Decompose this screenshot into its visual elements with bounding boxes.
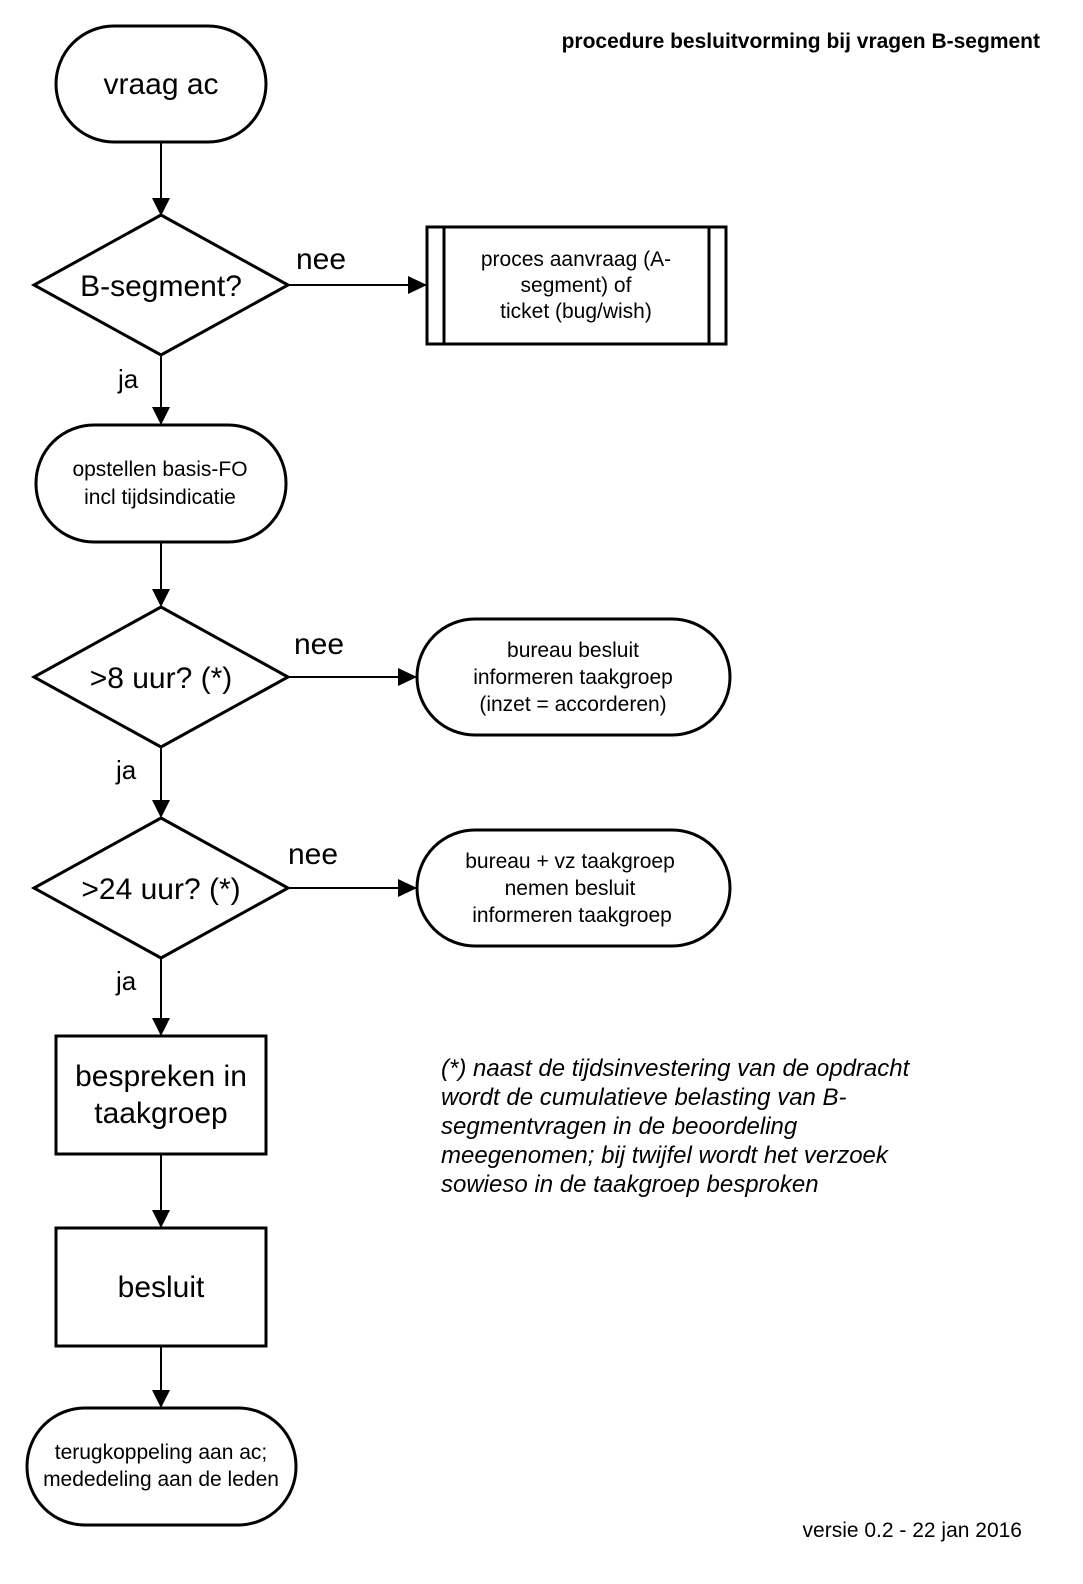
connectors [152,142,427,1408]
process-bespreken-line-1: bespreken in [75,1060,247,1093]
arrowhead [152,1210,170,1228]
node-bureau-besluit: bureau besluit informeren taakgroep (inz… [415,617,732,737]
arrowhead [152,589,170,607]
footnote-line-5: sowieso in de taakgroep besproken [441,1171,819,1198]
node-terugkoppeling-line-1: terugkoppeling aan ac; [55,1441,268,1464]
node-opstellen: opstellen basis-FO incl tijdsindicatie [34,423,288,544]
process-proces-aanvraag: proces aanvraag (A- segment) of ticket (… [425,225,728,346]
process-bespreken-line-2: taakgroep [94,1097,227,1130]
process-bespreken: bespreken in taakgroep [54,1034,268,1156]
diagram-title: procedure besluitvorming bij vragen B-se… [562,30,1040,53]
process-besluit: besluit [54,1226,268,1348]
version-label: versie 0.2 - 22 jan 2016 [803,1519,1022,1542]
arrowhead [152,800,170,818]
footnote-line-4: meegenomen; bij twijfel wordt het verzoe… [441,1142,890,1169]
edge-label-nee: nee [288,838,338,871]
edge-label-nee: nee [296,243,346,276]
node-start-label: vraag ac [103,68,218,101]
node-terugkoppeling-line-2: mededeling aan de leden [43,1468,279,1491]
decision-24uur-label: >24 uur? (*) [81,873,240,906]
edge-label-ja: ja [117,364,139,394]
process-proces-aanvraag-line-3: ticket (bug/wish) [500,300,652,323]
decision-8uur: >8 uur? (*) [30,605,292,749]
arrowhead [408,276,427,294]
arrowhead [152,407,170,425]
edge-label-ja: ja [115,755,137,785]
process-proces-aanvraag-line-2: segment) of [521,274,632,297]
edge-label-nee: nee [294,628,344,661]
arrowhead [152,1390,170,1408]
node-bureau-vz: bureau + vz taakgroep nemen besluit info… [415,828,732,948]
footnote-line-2: wordt de cumulatieve belasting van B- [441,1084,847,1111]
node-start: vraag ac [54,24,268,144]
decision-bsegment-label: B-segment? [80,270,242,303]
arrowhead [152,1018,170,1036]
decision-bsegment: B-segment? [30,213,292,357]
node-opstellen-line-1: opstellen basis-FO [72,458,247,481]
process-proces-aanvraag-line-1: proces aanvraag (A- [481,248,671,271]
process-besluit-label: besluit [118,1271,205,1304]
edge-label-ja: ja [115,966,137,996]
node-bureau-besluit-line-1: bureau besluit [507,639,639,662]
node-bureau-vz-line-3: informeren taakgroep [472,904,672,927]
footnote-line-3: segmentvragen in de beoordeling [441,1113,798,1140]
arrowhead [152,198,170,216]
node-bureau-vz-line-1: bureau + vz taakgroep [465,850,675,873]
arrowhead [398,668,417,686]
node-bureau-besluit-line-3: (inzet = accorderen) [479,693,666,716]
footnote-line-1: (*) naast de tijdsinvestering van de opd… [441,1055,911,1082]
node-bureau-besluit-line-2: informeren taakgroep [473,666,673,689]
decision-24uur: >24 uur? (*) [30,816,292,960]
decision-8uur-label: >8 uur? (*) [90,662,233,695]
footnote: (*) naast de tijdsinvestering van de opd… [441,1055,911,1198]
arrowhead [398,879,417,897]
node-terugkoppeling: terugkoppeling aan ac; mededeling aan de… [25,1406,298,1527]
node-opstellen-line-2: incl tijdsindicatie [84,486,236,509]
node-bureau-vz-line-2: nemen besluit [505,877,636,900]
